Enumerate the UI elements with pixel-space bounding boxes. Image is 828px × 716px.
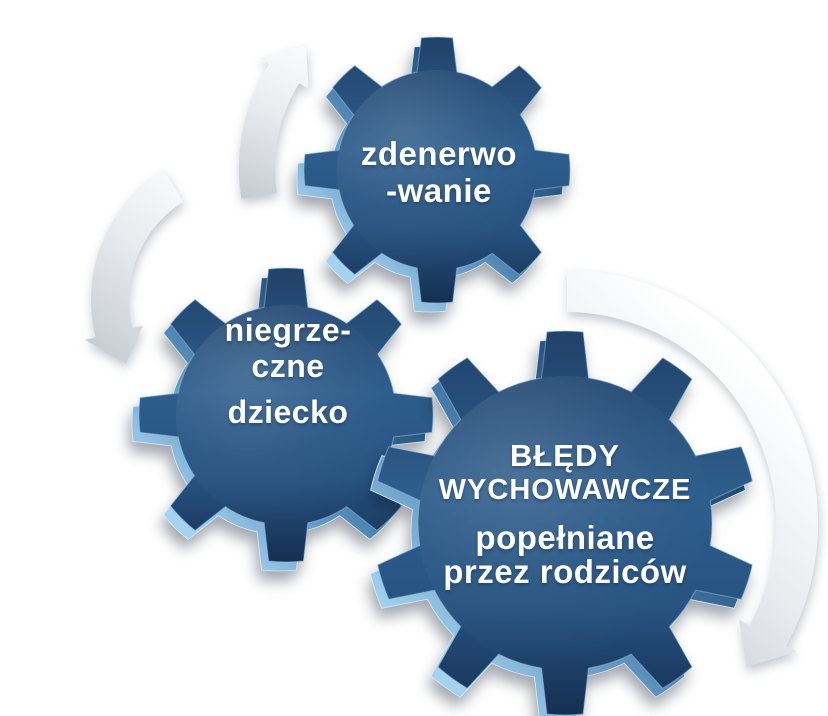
- gear-bledy-wychowawcze: [370, 330, 754, 716]
- gear-text-line: dziecko: [227, 394, 349, 430]
- rotation-arrow-right-gear: [566, 270, 819, 668]
- gear-text-line: BŁĘDY: [509, 438, 621, 473]
- rotation-arrow-top-gear: [238, 45, 309, 199]
- rotation-arrow-left-gear: [84, 169, 184, 364]
- gear-text-line: niegrze-: [224, 312, 352, 348]
- gear-label-zdenerwowanie: zdenerwo -wanie: [361, 135, 517, 209]
- gear-label-bledy-wychowawcze: BŁĘDY WYCHOWAWCZE popełniane przez rodzi…: [439, 439, 692, 589]
- gear-text-line: przez rodziców: [443, 553, 687, 590]
- gear-text-line: czne: [251, 348, 325, 384]
- gear-text-line: popełniane: [475, 519, 655, 556]
- rotation-arrow-left-gear-shape: [84, 169, 184, 364]
- gear-text-line: WYCHOWAWCZE: [438, 474, 692, 506]
- gear-bledy-wychowawcze-gloss: [418, 376, 712, 670]
- rotation-arrow-right-gear-shape: [566, 270, 819, 668]
- gear-text-line: -wanie: [386, 172, 492, 209]
- rotation-arrow-top-gear-shape: [238, 45, 309, 199]
- gear-text-line: zdenerwo: [360, 135, 518, 172]
- gear-zdenerwowanie: [296, 36, 571, 313]
- gear-niegrzeczne-dziecko: [131, 267, 434, 572]
- gear-label-niegrzeczne-dziecko: niegrze- czne dziecko: [225, 312, 352, 430]
- gear-niegrzeczne-dziecko-gloss: [176, 305, 396, 525]
- gear-zdenerwowanie-gloss: [337, 70, 537, 270]
